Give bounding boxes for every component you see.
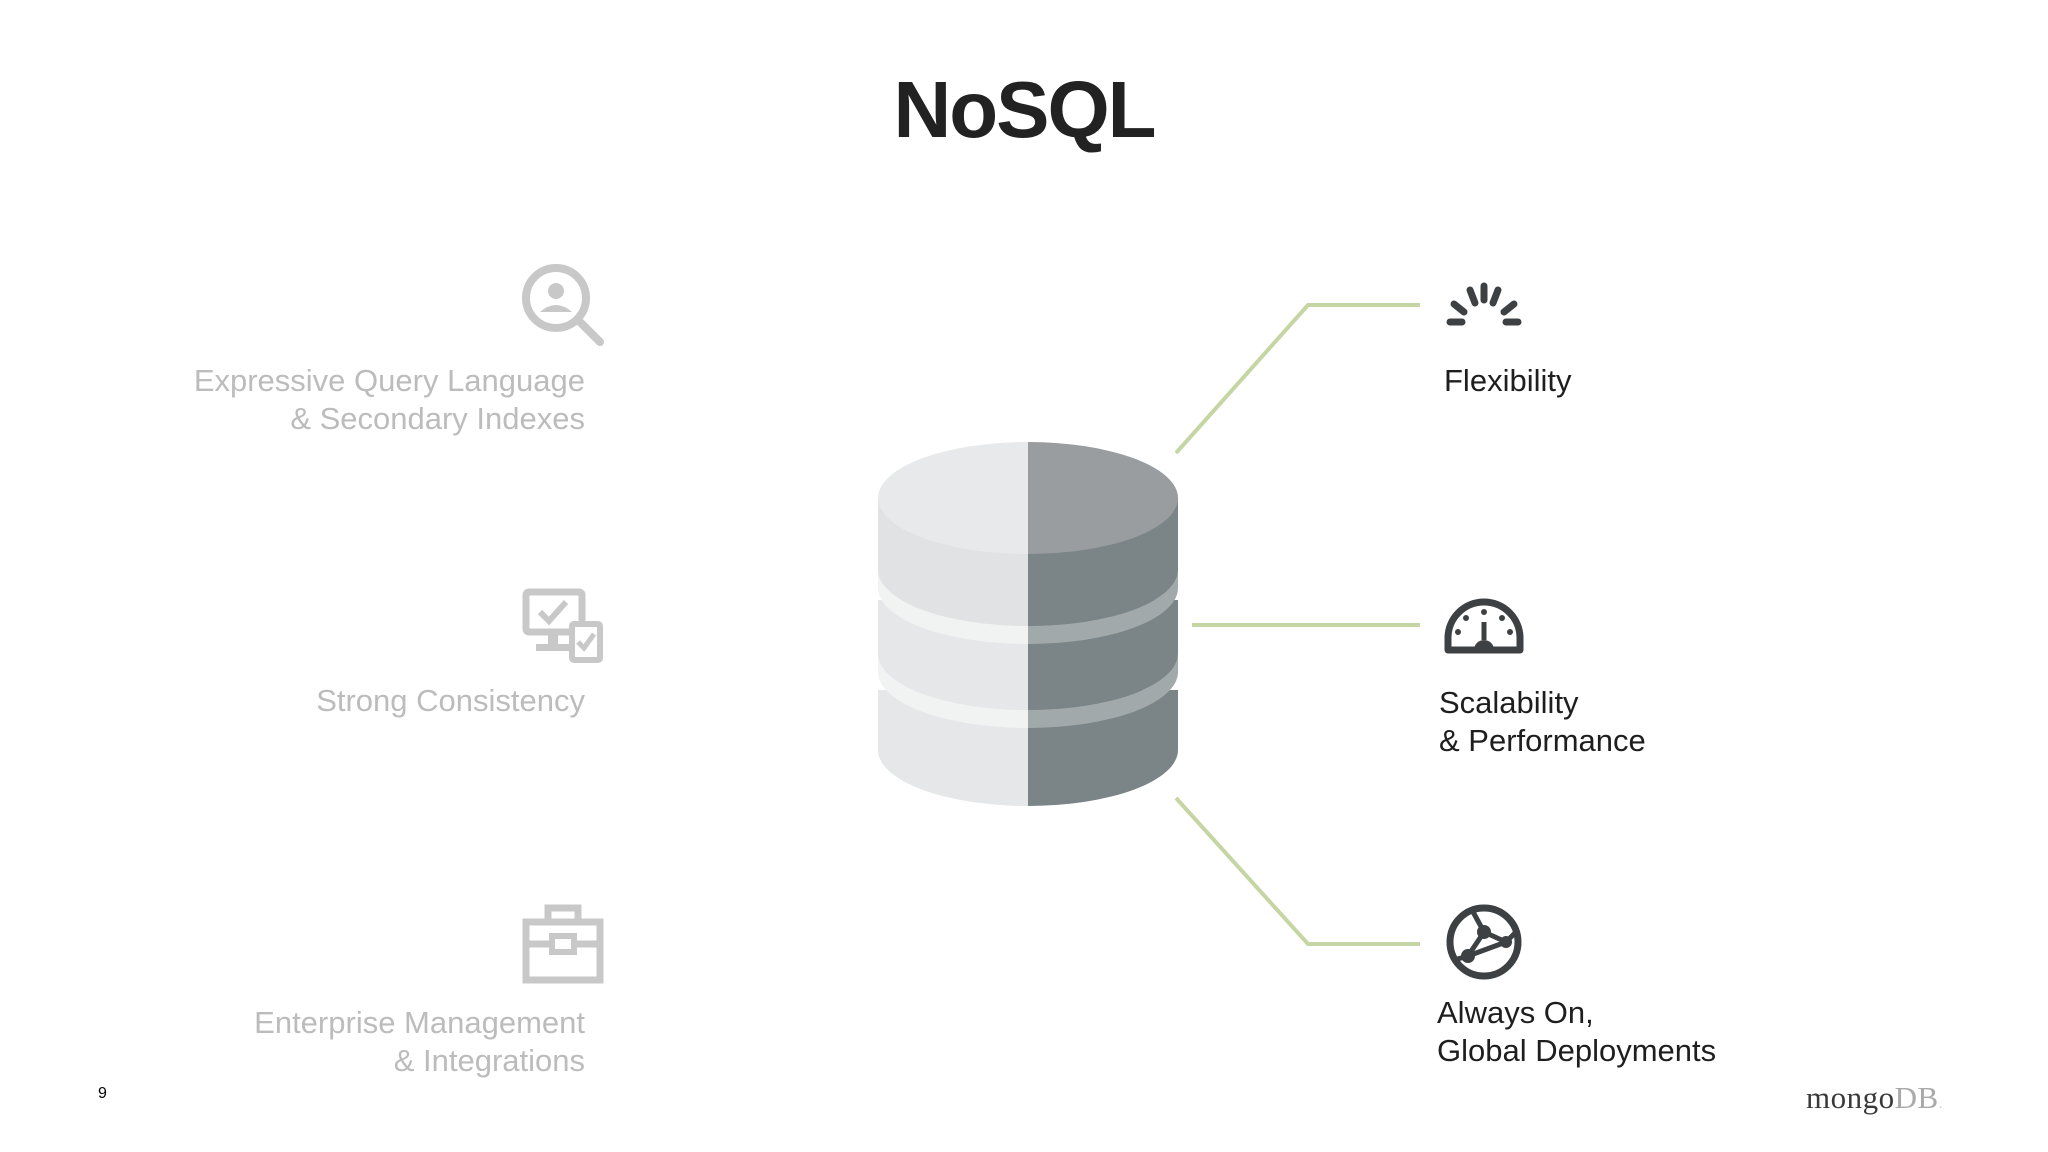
feature-label-query-language: Expressive Query Language & Secondary In… [193,363,585,436]
page-number: 9 [98,1085,107,1102]
logo-db-text: DB [1894,1080,1939,1115]
burst-icon [1446,282,1522,326]
connector-lines [1174,303,1420,946]
toolbox-icon [522,904,604,984]
logo-mongo-text: mongo [1806,1080,1895,1115]
mongodb-logo: mongoDB. [1806,1080,1943,1116]
gauge-icon [1444,598,1524,654]
globe-network-icon [1446,904,1522,980]
feature-label-scalability: Scalability & Performance [1439,685,1646,758]
monitor-check-icon [522,588,603,663]
database-icon [878,442,1178,806]
slide-title: NoSQL [893,65,1156,154]
search-user-icon [522,264,604,346]
logo-dot: . [1938,1097,1943,1112]
feature-label-always-on: Always On, Global Deployments [1437,995,1717,1068]
feature-label-flexibility: Flexibility [1444,363,1572,398]
feature-label-strong-consistency: Strong Consistency [316,683,585,718]
feature-label-enterprise-management: Enterprise Management & Integrations [254,1005,585,1078]
